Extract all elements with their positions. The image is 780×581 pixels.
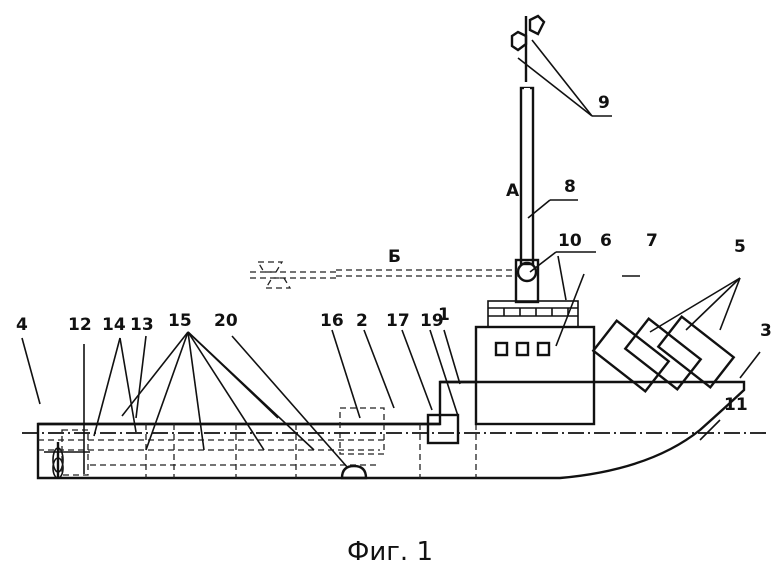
label-a: А <box>506 181 520 201</box>
element-20 <box>342 466 366 478</box>
label-5: 5 <box>734 237 746 257</box>
label-13: 13 <box>130 315 154 335</box>
hatch-17 <box>428 415 458 443</box>
label-11: 11 <box>724 395 748 415</box>
label-20: 20 <box>214 311 238 331</box>
label-17: 17 <box>386 311 410 331</box>
label-10: 10 <box>558 231 582 251</box>
mast <box>512 16 544 302</box>
label-15: 15 <box>168 311 192 331</box>
hull-compartments <box>38 408 476 478</box>
figure-caption: Фиг. 1 <box>347 537 433 567</box>
label-14: 14 <box>102 315 126 335</box>
hull <box>38 382 744 478</box>
superstructure <box>440 301 594 424</box>
label-7: 7 <box>646 231 658 251</box>
label-3: 3 <box>760 321 772 341</box>
label-4: 4 <box>16 315 28 335</box>
label-9: 9 <box>598 93 610 113</box>
label-b: Б <box>388 247 401 267</box>
label-16: 16 <box>320 311 344 331</box>
boom-b <box>250 262 518 288</box>
label-8: 8 <box>564 177 576 197</box>
label-6: 6 <box>600 231 612 251</box>
label-12: 12 <box>68 315 92 335</box>
label-2: 2 <box>356 311 368 331</box>
label-1: 1 <box>438 305 450 325</box>
bow-containers <box>593 317 733 392</box>
